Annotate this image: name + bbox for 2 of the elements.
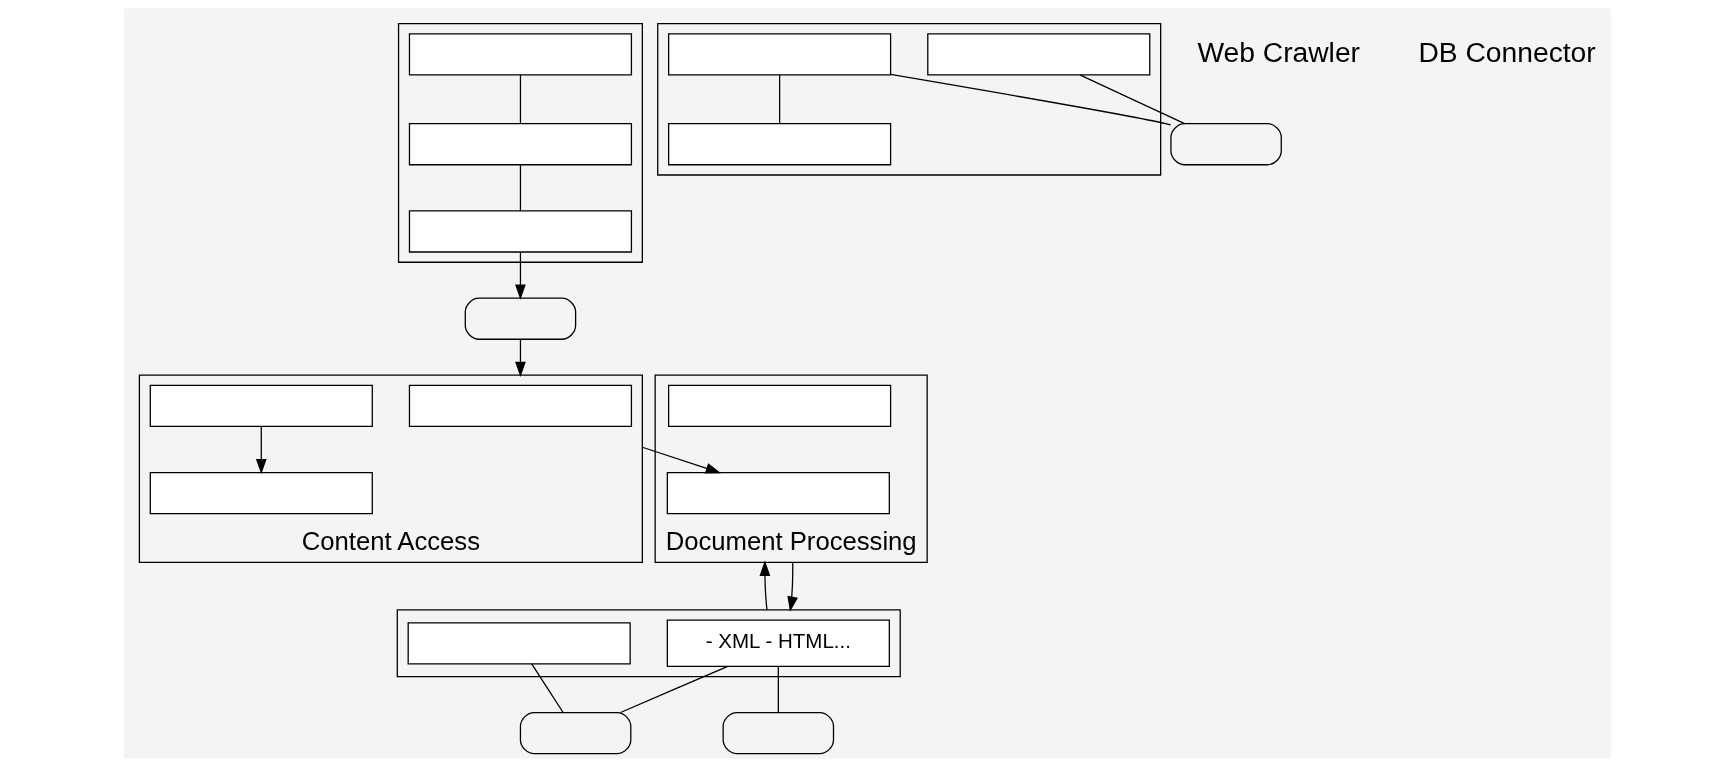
label: Web Crawler [1196, 35, 1360, 68]
label: DB Connector [1417, 35, 1596, 68]
